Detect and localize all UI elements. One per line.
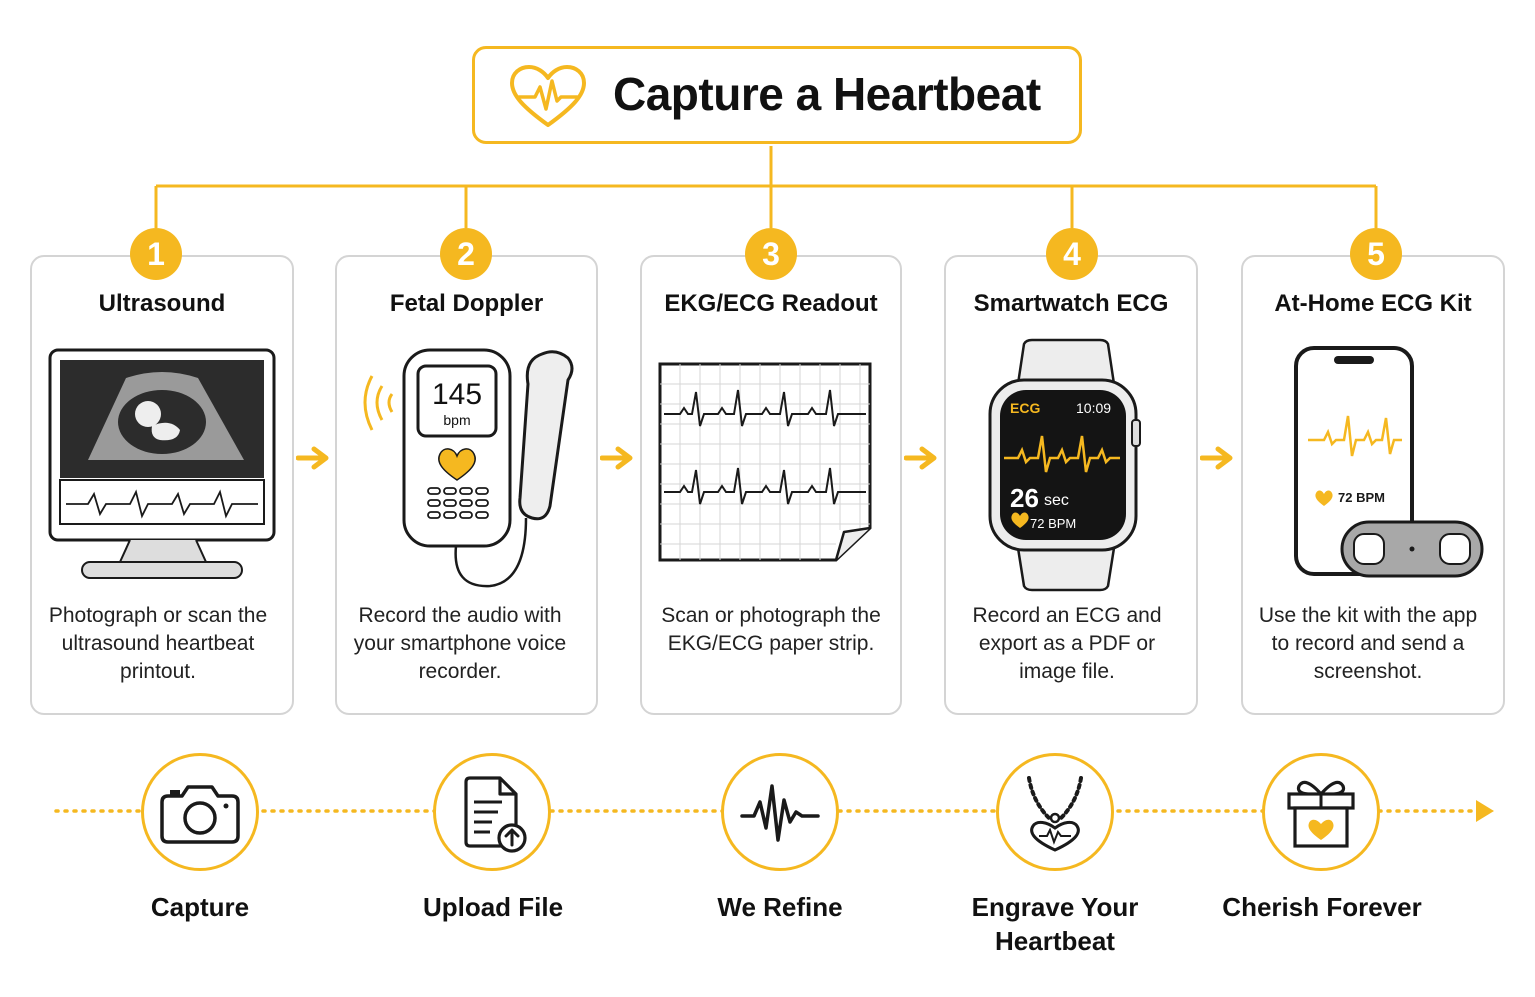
step-title: Fetal Doppler: [389, 290, 544, 317]
process-label: We Refine: [717, 892, 843, 922]
process-label: Upload File: [422, 892, 564, 922]
ecg-paper-strip-icon: [658, 362, 872, 562]
pendant-icon: [1027, 776, 1083, 852]
watch-duration-value: 26: [1010, 483, 1039, 513]
waveform-icon: [740, 784, 820, 842]
doppler-bpm-unit: bpm: [443, 412, 471, 428]
watch-screen-label: ECG: [1010, 400, 1041, 416]
fetal-doppler-icon: 145 bpm: [350, 346, 580, 592]
step-title: At-Home ECG Kit: [1274, 290, 1472, 317]
step-number-badge: 1: [130, 228, 182, 280]
process-step-cherish: [1262, 753, 1380, 871]
arrow-right-icon: [600, 446, 633, 470]
process-step-we-refine: [721, 753, 839, 871]
step-number-badge: 4: [1046, 228, 1098, 280]
watch-bpm: 72 BPM: [1030, 516, 1077, 531]
step-description: Record the audio with your smartphone vo…: [353, 604, 567, 683]
step-title: Ultrasound: [98, 290, 226, 317]
step-title: Smartwatch ECG: [973, 290, 1169, 317]
page-title: Capture a Heartbeat: [613, 68, 1041, 120]
smartwatch-icon: ECG 10:09 26 sec 72 BPM: [986, 338, 1146, 592]
arrow-right-icon: [1200, 446, 1233, 470]
step-number-badge: 2: [440, 228, 492, 280]
heart-pulse-icon: [510, 65, 586, 127]
step-description: Photograph or scan the ultrasound heartb…: [48, 604, 268, 683]
step-number-badge: 5: [1350, 228, 1402, 280]
process-label: Engrave Your Heartbeat: [971, 892, 1139, 956]
process-step-capture: [141, 753, 259, 871]
step-description: Record an ECG and export as a PDF or ima…: [972, 604, 1162, 683]
step-description: Use the kit with the app to record and s…: [1258, 604, 1478, 683]
process-step-upload-file: [433, 753, 551, 871]
kit-bpm: 72 BPM: [1338, 490, 1385, 505]
arrow-right-icon: [904, 446, 937, 470]
step-description: Scan or photograph the EKG/ECG paper str…: [661, 604, 881, 655]
phone-ecg-kit-icon: 72 BPM: [1294, 346, 1486, 582]
camera-icon: [160, 785, 240, 844]
process-label: Cherish Forever: [1222, 892, 1422, 922]
step-number-badge: 3: [745, 228, 797, 280]
process-label: Capture: [150, 892, 250, 922]
process-step-engrave: [996, 753, 1114, 871]
doppler-bpm-value: 145: [431, 378, 483, 411]
step-title: EKG/ECG Readout: [664, 290, 878, 317]
watch-duration-unit: sec: [1044, 492, 1069, 509]
arrow-right-icon: [296, 446, 329, 470]
watch-time: 10:09: [1076, 400, 1112, 416]
title-box: Capture a Heartbeat: [472, 46, 1082, 144]
gift-icon: [1287, 780, 1355, 848]
ultrasound-monitor-icon: [48, 348, 276, 579]
upload-file-icon: [464, 776, 527, 853]
